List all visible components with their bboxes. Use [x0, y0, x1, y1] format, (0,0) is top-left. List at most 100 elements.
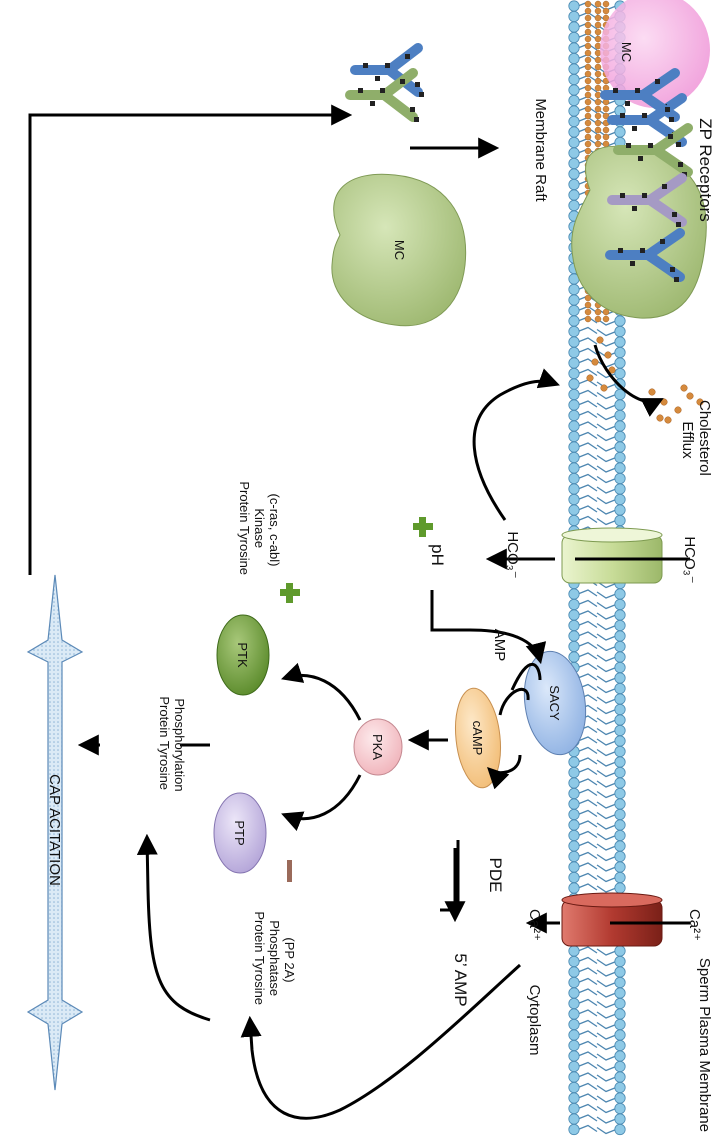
lipid-tail: [596, 1116, 617, 1124]
lipid-head: [568, 420, 580, 432]
lipid-tail: [596, 790, 617, 799]
lipid-head: [614, 598, 626, 611]
lipid-head: [614, 966, 626, 978]
raft-cholesterol-dot: [584, 49, 592, 57]
cholesterol-dot: [608, 366, 616, 374]
raft-cholesterol-dot: [584, 91, 592, 99]
lipid-tail: [596, 675, 617, 683]
raft-cholesterol-dot: [594, 14, 602, 22]
lipid-tail: [577, 368, 598, 377]
raft-cholesterol-dot: [594, 63, 602, 71]
lipid-head: [568, 325, 580, 338]
lipid-tail: [577, 662, 598, 671]
lipid-tail: [596, 1011, 617, 1019]
efflux-label: Efflux: [679, 421, 696, 459]
lipid-tail: [596, 843, 617, 851]
lipid-tail: [596, 433, 617, 442]
lipid-tail: [596, 1021, 617, 1030]
lipid-head: [614, 441, 626, 453]
receptor-tick: [632, 126, 637, 131]
mc-label-free: MC: [392, 240, 407, 260]
mc-label-raft-pink: MC: [619, 42, 634, 62]
zp-receptors-label: ZP Receptors: [696, 118, 715, 222]
lipid-tail: [577, 1040, 598, 1049]
lipid-tail: [577, 473, 598, 482]
ptp-phosphatase: [213, 792, 267, 874]
sacy-label: SACY: [547, 685, 562, 721]
raft-cholesterol-dot: [594, 70, 602, 78]
raft-cholesterol-dot: [584, 294, 592, 302]
lipid-tail: [596, 958, 617, 967]
ptk-full-label: Protein Tyrosine Kinase (c-ras, c-abl): [237, 481, 282, 578]
lipid-head: [568, 966, 580, 978]
receptor-tick: [674, 277, 679, 282]
lipid-head: [614, 829, 626, 842]
lipid-tail: [596, 1095, 617, 1103]
lipid-tail: [577, 1114, 598, 1122]
lipid-head: [568, 493, 580, 506]
cholesterol-dot: [591, 358, 599, 366]
lipid-head: [568, 388, 580, 401]
receptor-tick: [618, 248, 623, 253]
lipid-tail: [596, 1053, 617, 1061]
lipid-head: [614, 850, 626, 863]
ptp-full-line-3: (PP 2A): [282, 937, 297, 982]
receptor-arm: [384, 43, 423, 75]
raft-cholesterol-dot: [594, 140, 602, 148]
lipid-head: [568, 1102, 580, 1115]
lipid-tail: [596, 1063, 617, 1072]
lipid-tail: [596, 853, 617, 862]
arrow-cholesterol-efflux: [593, 344, 664, 417]
raft-cholesterol-dot: [584, 56, 592, 64]
lipid-head: [614, 1029, 626, 1041]
lipid-tail: [577, 1072, 598, 1080]
lipid-head: [614, 357, 626, 369]
lipid-head: [614, 745, 626, 758]
pka-kinase: [353, 718, 403, 776]
bicarbonate-channel: [561, 527, 663, 584]
lipid-tail: [577, 631, 598, 639]
pka-label: PKA: [370, 734, 385, 760]
lipid-head: [568, 399, 580, 411]
lipid-head: [614, 1008, 626, 1020]
ptk-kinase: [216, 614, 270, 696]
lipid-head: [568, 126, 580, 138]
arrow-amp-curve-inner: [498, 687, 530, 716]
lipid-tail: [596, 412, 617, 421]
lipid-tail: [577, 1030, 598, 1038]
lipid-head: [614, 1018, 626, 1031]
lipid-tail: [596, 643, 617, 652]
raft-cholesterol-dot: [584, 133, 592, 141]
raft-cholesterol-dot: [584, 77, 592, 85]
lipid-tail: [596, 706, 617, 715]
lipid-tail: [596, 780, 617, 788]
lipid-head: [568, 31, 580, 44]
lipid-tail: [577, 389, 598, 398]
receptor-tick: [638, 156, 643, 161]
lipid-head: [568, 462, 580, 474]
lipid-tail: [596, 633, 617, 641]
receptor-tick: [660, 239, 665, 244]
lipid-head: [568, 52, 580, 65]
lipid-tail: [577, 851, 598, 860]
lipid-head: [568, 73, 580, 86]
lipid-head: [614, 861, 626, 873]
receptor-arm: [645, 195, 687, 227]
raft-cholesterol-dot: [602, 126, 610, 134]
lipid-head: [568, 178, 580, 191]
zp-receptor: [345, 68, 419, 122]
raft-cholesterol-dot: [594, 21, 602, 29]
ptk-full-line-1: Protein Tyrosine: [237, 481, 252, 575]
receptor-tick: [405, 54, 410, 59]
lipid-head: [568, 598, 580, 611]
lipid-head: [568, 609, 580, 621]
lipid-head: [614, 504, 626, 516]
zp-receptor: [605, 228, 685, 282]
lipid-tail: [596, 738, 617, 746]
lipid-tail: [596, 801, 617, 809]
phosphorylation-line-1: Protein Tyrosine: [157, 696, 172, 790]
raft-cholesterol-dot: [594, 0, 602, 8]
raft-cholesterol-dot: [594, 105, 602, 113]
ptp-label: PTP: [232, 820, 247, 845]
